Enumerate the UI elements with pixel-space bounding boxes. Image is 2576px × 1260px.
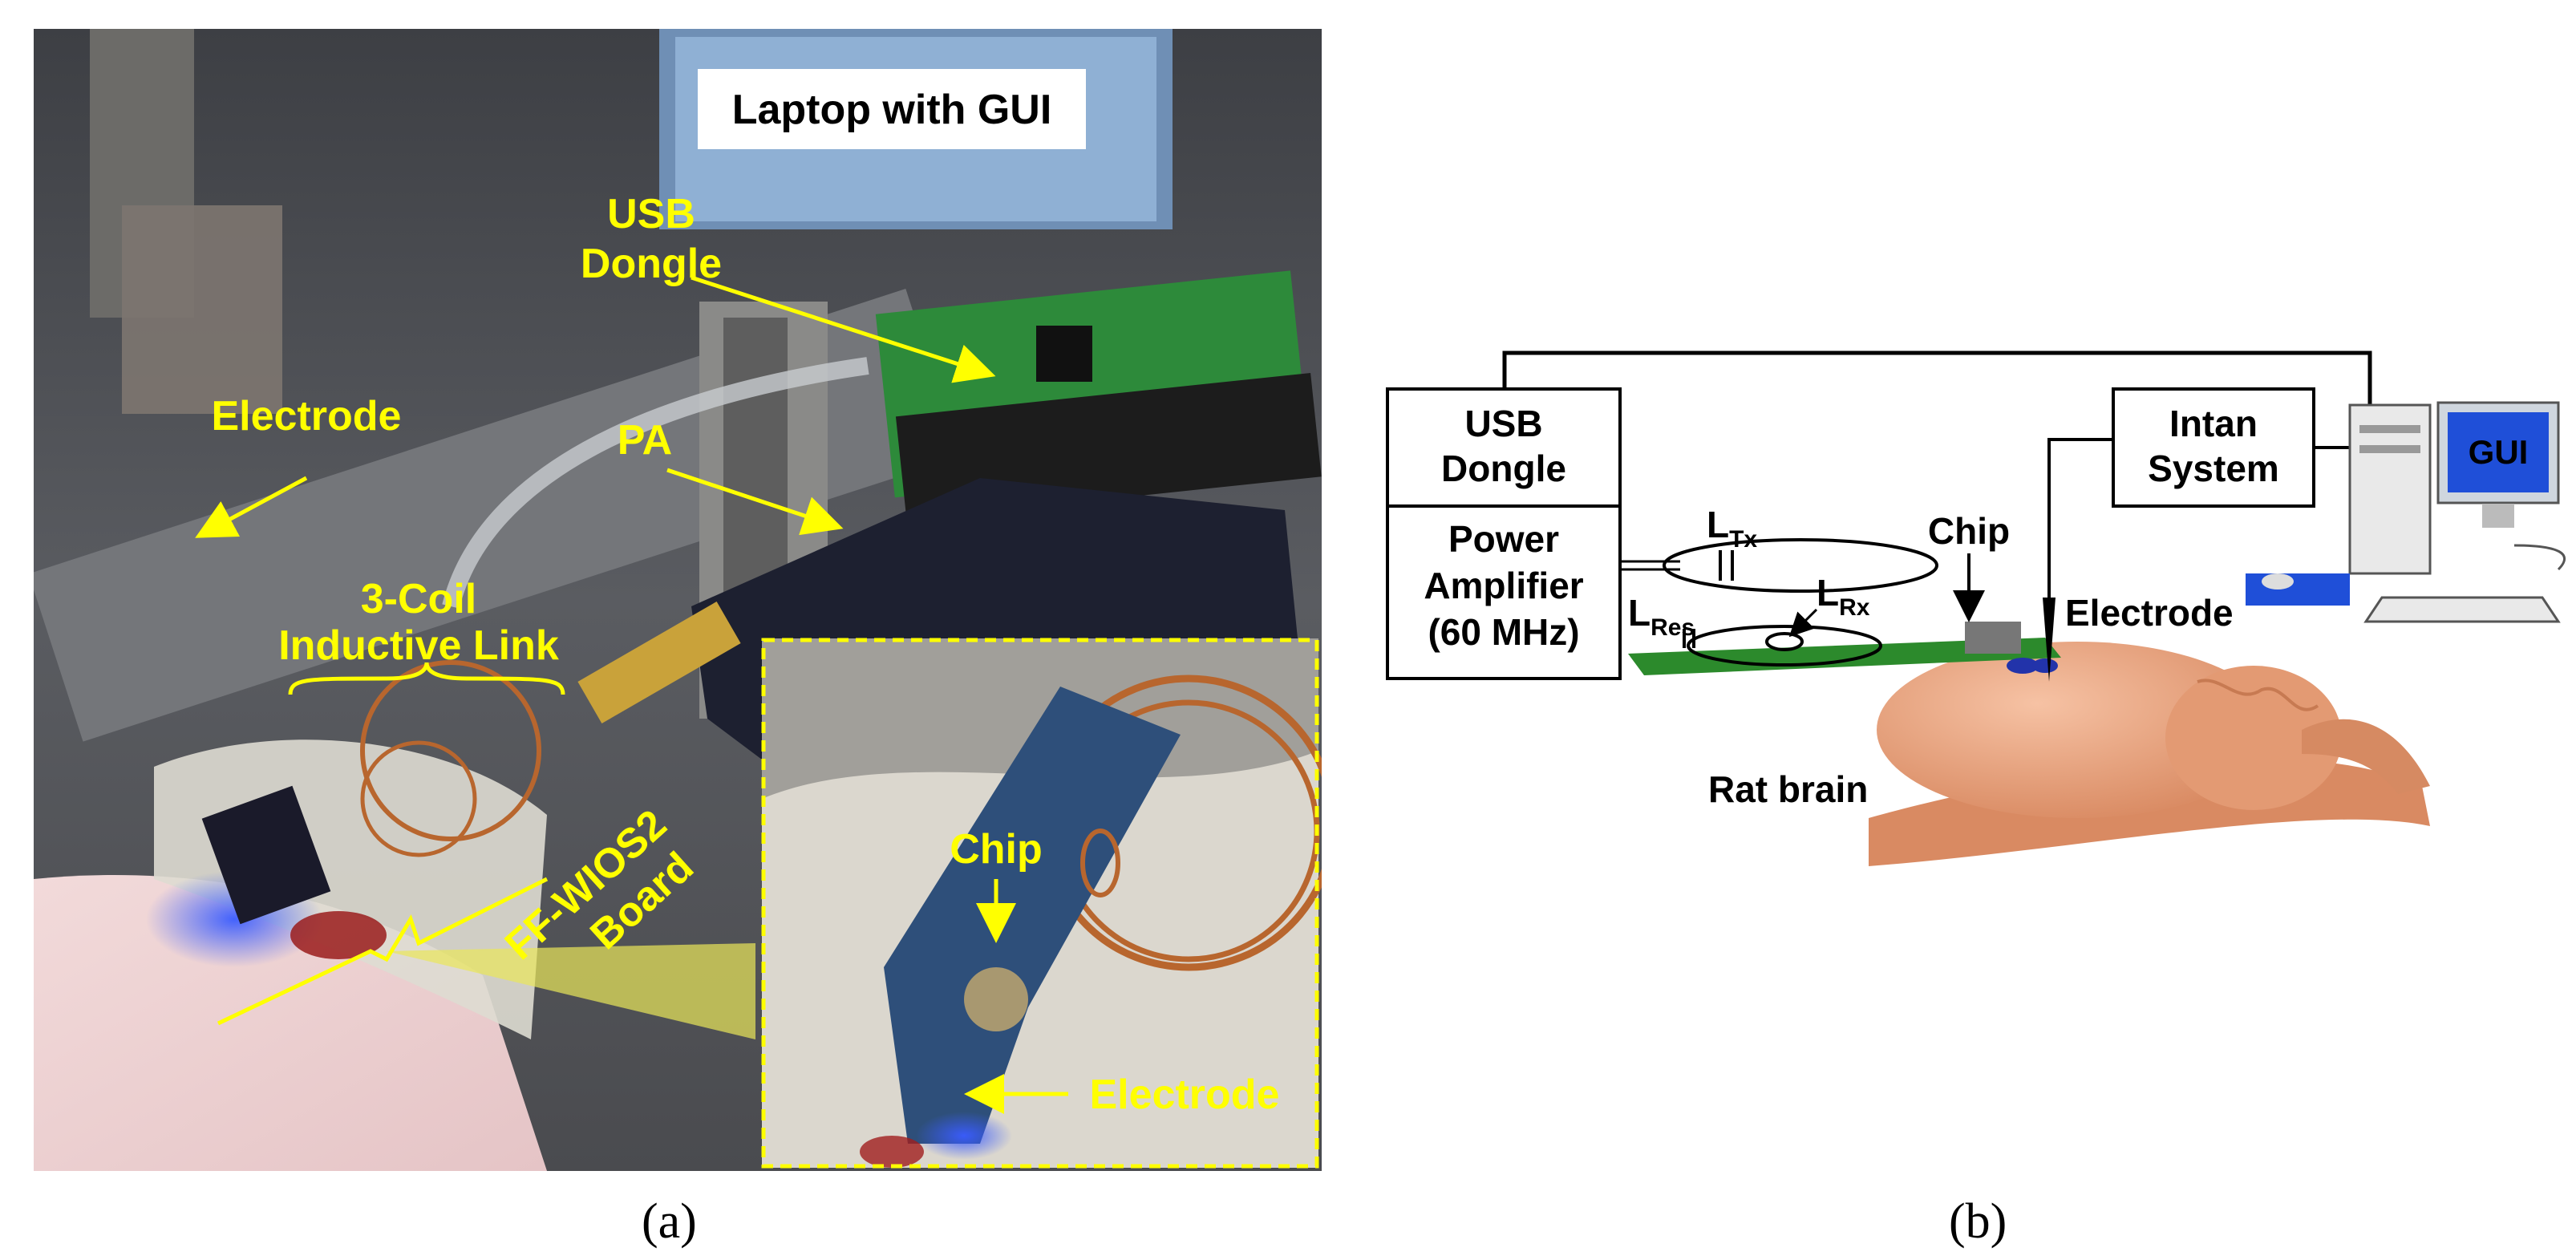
inset-electrode-label: Electrode [1090,1072,1280,1118]
experimental-setup-photo: Laptop with GUI USB Dongle Electrode PA … [34,29,1322,1171]
electrode-arrow [195,476,308,538]
rat-brain-illustration [1869,642,2430,866]
tx-feedline [1620,560,1680,571]
electrode-label: Electrode [2065,592,2234,634]
usb-block-line2: Dongle [1441,448,1566,489]
rx-arrow [1788,608,1818,638]
chip-label: Chip [1928,510,2010,552]
electrode-pad [2007,658,2039,674]
electrode-label: Electrode [212,393,402,440]
inset-closeup [761,638,1322,1169]
coil-label-line2: Inductive Link [278,622,559,669]
intan-line2: System [2148,448,2279,489]
inset-chip-label: Chip [950,826,1043,873]
pc-icon [2246,401,2566,623]
res-coil [1687,625,1882,666]
usb-block-line1: USB [1464,403,1542,444]
lrx-label: LRx [1817,572,1870,621]
coil-bracket [288,662,565,695]
intan-system-block [2112,387,2315,508]
usb-pc-cable [1502,350,2372,433]
pa-block-line1: Power [1448,518,1559,560]
rat-brain-label: Rat brain [1708,768,1868,810]
electrode-tip [2043,598,2056,682]
usb-dongle-block [1386,387,1622,508]
panel-b-caption: (b) [1949,1194,2007,1249]
laptop-label: Laptop with GUI [732,87,1052,133]
implant-board [1628,638,2061,675]
usb-arrow [691,275,996,383]
pa-block-line2: Amplifier [1424,565,1583,606]
ltx-label: LTx [1707,504,1757,553]
power-amplifier-block [1386,504,1622,680]
panel-a-caption: (a) [642,1194,697,1249]
chip-component [1965,622,2021,654]
system-schematic: USB Dongle Power Amplifier (60 MHz) LTx … [1386,350,2566,866]
gui-label: GUI [2469,433,2529,471]
pa-label: PA [618,417,672,464]
tx-coil [1663,538,1938,593]
usb-dongle-label-line1: USB [607,191,695,237]
electrode-pad [2032,658,2058,673]
pa-arrow [666,468,844,536]
lres-label: LRes [1628,592,1695,641]
coil-label-line1: 3-Coil [361,576,476,622]
laptop-label-box [698,69,1086,149]
board-bracket [217,877,549,1026]
rx-coil [1765,632,1804,651]
pa-block-line3: (60 MHz) [1428,611,1579,653]
usb-dongle-label-line2: Dongle [581,241,722,287]
annotation-arrows [195,275,1068,1114]
intan-line1: Intan [2169,403,2258,444]
